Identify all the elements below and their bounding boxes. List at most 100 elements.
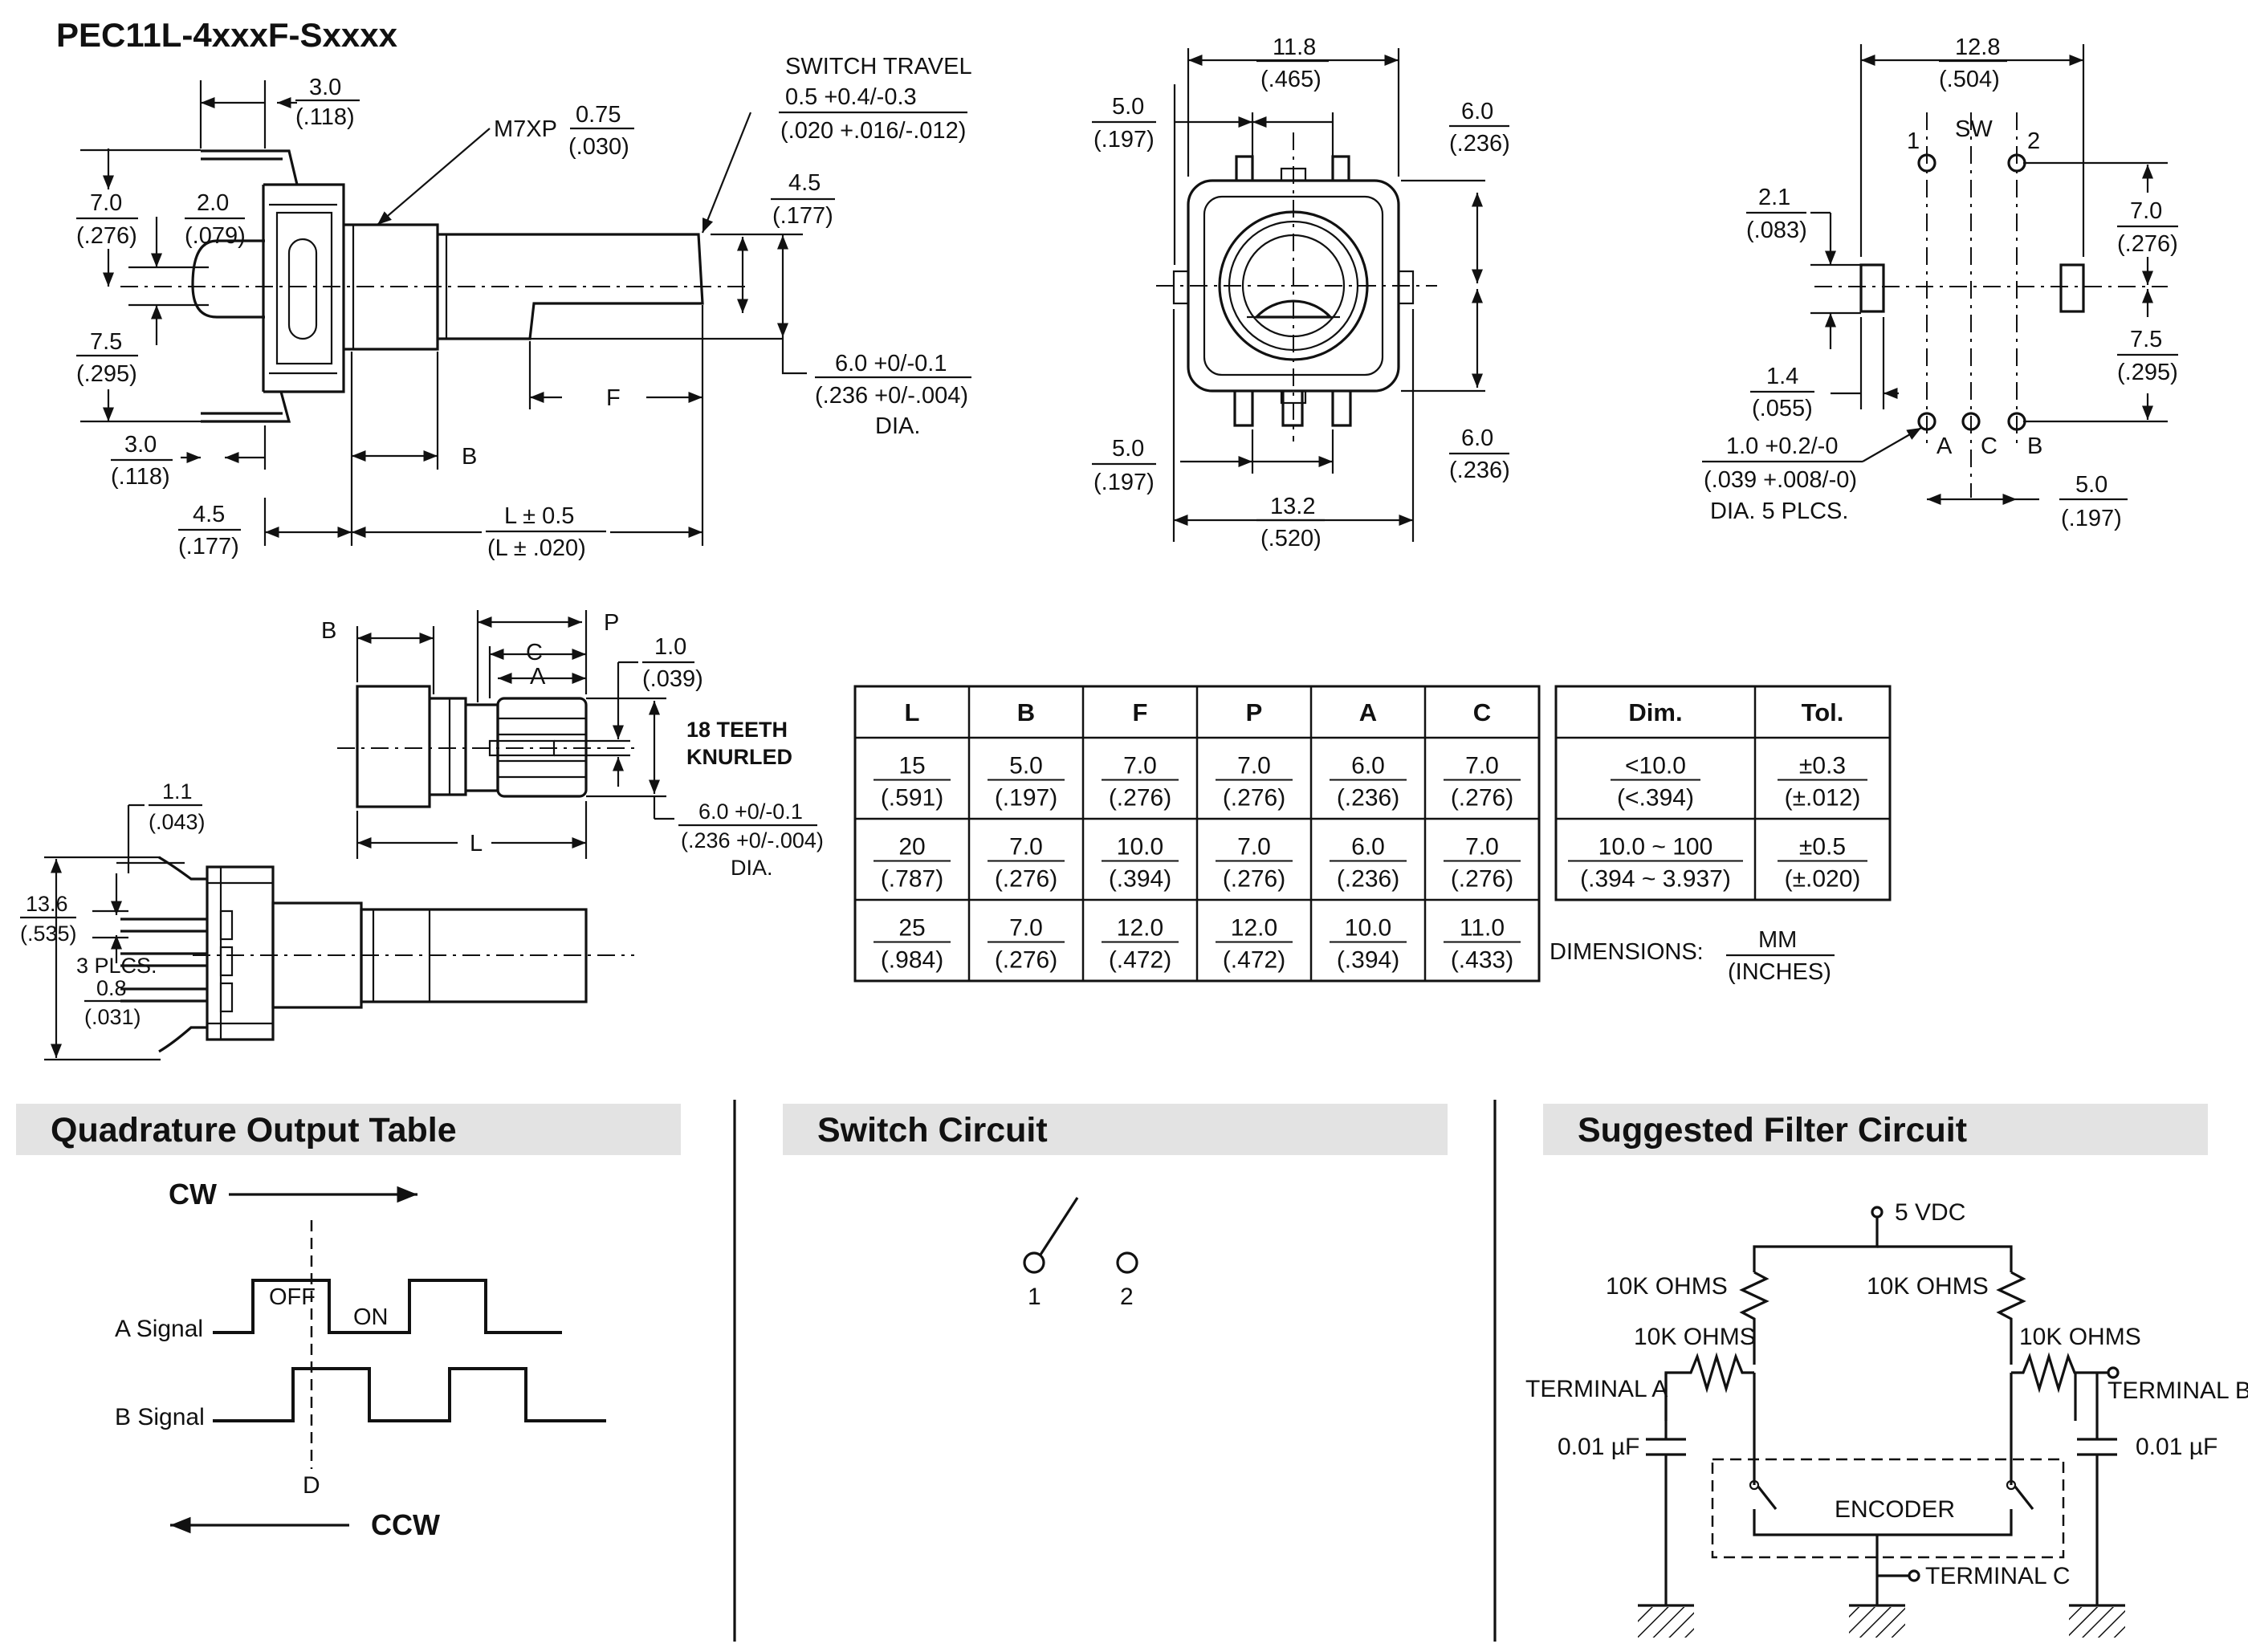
pcb-pin-2: 2 <box>2027 128 2040 154</box>
shaft-b: B <box>321 618 336 644</box>
c-right-label: 0.01 µF <box>2136 1434 2217 1460</box>
dim-table-cell-value: 7.0 <box>1465 834 1499 861</box>
filter-circuit-heading: Suggested Filter Circuit <box>1578 1111 1967 1149</box>
dim-5-0-bottom-in: (.197) <box>1093 470 1155 495</box>
dim-table-cell-inches: (.197) <box>995 785 1057 812</box>
dim-table-cell-inches: (.394) <box>1337 947 1399 974</box>
dim-3-0-bottom-in: (.118) <box>111 464 170 490</box>
dim-table-cell-inches: (.276) <box>995 866 1057 893</box>
quadrature-heading: Quadrature Output Table <box>51 1111 457 1149</box>
dim-4-5-bottom: 4.5 <box>193 502 225 527</box>
dim-table-cell-value: 25 <box>898 915 925 942</box>
dim-6-0-top: 6.0 <box>1461 99 1493 124</box>
dim-table-cell-inches: (.276) <box>1223 866 1285 893</box>
dim-table-cell-value: 12.0 <box>1231 915 1277 942</box>
dim-table-cell-inches: (.472) <box>1109 947 1171 974</box>
teeth-label: 18 TEETH <box>686 718 788 742</box>
dim-table-cell-value: 7.0 <box>1237 753 1271 779</box>
dim-table-cell-inches: (.433) <box>1451 947 1513 974</box>
dim-6-0-knurl-label: DIA. <box>731 856 773 880</box>
r-right-series-label: 10K OHMS <box>2019 1324 2141 1350</box>
shaft-p: P <box>604 610 619 636</box>
dim-table-cell-inches: (.276) <box>1109 785 1171 812</box>
dim-2-0-in: (.079) <box>185 223 246 249</box>
tol-table-cell-value: 10.0 ~ 100 <box>1598 834 1713 861</box>
c-left-label: 0.01 µF <box>1558 1434 1639 1460</box>
front-view: 11.8 (.465) 5.0 (.197) 6.0 (.236) 6.0 (.… <box>1092 35 1510 551</box>
vdc-label: 5 VDC <box>1895 1199 1965 1226</box>
ccw-label: CCW <box>371 1508 440 1541</box>
dim-table-header: C <box>1473 698 1491 726</box>
dim-table-cell-value: 10.0 <box>1345 915 1391 942</box>
dim-hole-in: (.039 +.008/-0) <box>1704 467 1857 493</box>
shaft-a: A <box>530 664 546 690</box>
cw-label: CW <box>169 1178 217 1211</box>
r-left-top-label: 10K OHMS <box>1606 1273 1728 1300</box>
dim-table-cell-value: 7.0 <box>1237 834 1271 861</box>
shaft-c: C <box>526 640 543 665</box>
dim-6-0-dia-in: (.236 +0/-.004) <box>815 383 968 409</box>
dim-7-5: 7.5 <box>90 329 122 355</box>
tol-table-cell-inches: (<.394) <box>1617 785 1694 812</box>
filter-circuit-section: Suggested Filter Circuit 5 VDC 10K OHMS … <box>1525 1104 2248 1638</box>
dim-4-5-flat-in: (.177) <box>772 203 833 229</box>
dim-12-8-in: (.504) <box>1939 67 2000 92</box>
dim-l: L ± 0.5 <box>504 503 574 529</box>
dim-table-cell-value: 7.0 <box>1009 915 1043 942</box>
dim-2-1-in: (.083) <box>1746 218 1807 243</box>
dim-7-5-pcb: 7.5 <box>2130 327 2162 352</box>
ground-right <box>2069 1604 2125 1638</box>
dim-3-0-top: 3.0 <box>309 75 341 100</box>
dim-b-label: B <box>462 444 477 470</box>
dim-l-in: (L ± .020) <box>487 535 586 561</box>
dim-table-cell-inches: (.787) <box>881 866 943 893</box>
dim-3-0-top-in: (.118) <box>295 104 355 130</box>
terminal-c-label: TERMINAL C <box>1925 1563 2071 1589</box>
pcb-sw-label: SW <box>1955 116 1993 142</box>
dim-0-8-in: (.031) <box>84 1005 141 1029</box>
r-right-top-label: 10K OHMS <box>1867 1273 1989 1300</box>
dim-5-0-top: 5.0 <box>1112 94 1144 120</box>
dim-table-header: A <box>1359 698 1377 726</box>
pcb-layout: 1 2 SW A C B 12.8 (.504) 2.1 (.083) 7.0 … <box>1702 35 2178 531</box>
dim-6-0-knurl-in: (.236 +0/-.004) <box>681 828 824 852</box>
pcb-pin-1: 1 <box>1907 128 1920 154</box>
tol-table-cell-value: ±0.5 <box>1799 834 1846 861</box>
dim-1-1-in: (.043) <box>149 810 206 834</box>
ground-center <box>1849 1604 1905 1638</box>
pcb-pin-c: C <box>1981 433 1998 459</box>
switch-travel-in: (.020 +.016/-.012) <box>780 118 966 144</box>
terminal-b-label: TERMINAL B <box>2108 1377 2248 1404</box>
m7xp-label: M7XP <box>494 116 557 142</box>
pcb-pin-b: B <box>2027 433 2042 459</box>
dim-6-0-bottom: 6.0 <box>1461 425 1493 451</box>
pcb-pin-a: A <box>1936 433 1953 459</box>
dim-0-8: 0.8 <box>96 976 127 1000</box>
dim-11-8: 11.8 <box>1273 35 1316 60</box>
switch-pin-2: 2 <box>1120 1284 1134 1310</box>
dim-3-0-bottom: 3.0 <box>124 432 157 458</box>
dim-table-header: P <box>1246 698 1263 726</box>
r-left-series-label: 10K OHMS <box>1634 1324 1756 1350</box>
dim-table-cell-value: 7.0 <box>1123 753 1157 779</box>
dim-table-cell-inches: (.236) <box>1337 866 1399 893</box>
dim-f-label: F <box>606 385 621 411</box>
dim-table-cell-inches: (.276) <box>1223 785 1285 812</box>
dim-13-2: 13.2 <box>1270 494 1315 519</box>
dim-3-plcs: 3 PLCS. <box>76 954 157 978</box>
dim-7-0-in: (.276) <box>76 223 137 249</box>
dim-4-5-bottom-in: (.177) <box>178 534 239 559</box>
dim-table-cell-value: 12.0 <box>1117 915 1163 942</box>
tol-table-cell-inches: (.394 ~ 3.937) <box>1580 866 1731 893</box>
dim-6-0-dia-label: DIA. <box>875 413 920 439</box>
dim-2-1: 2.1 <box>1758 185 1790 210</box>
dim-4-5-flat: 4.5 <box>788 170 821 196</box>
dim-7-0-pcb: 7.0 <box>2130 198 2162 224</box>
dim-13-6: 13.6 <box>26 892 68 916</box>
units-mm: MM <box>1758 927 1797 953</box>
dim-hole-plcs: DIA. 5 PLCS. <box>1710 498 1848 524</box>
dim-hole: 1.0 +0.2/-0 <box>1726 433 1838 459</box>
dim-table-cell-value: 7.0 <box>1009 834 1043 861</box>
dim-6-0-knurl: 6.0 +0/-0.1 <box>698 800 803 824</box>
